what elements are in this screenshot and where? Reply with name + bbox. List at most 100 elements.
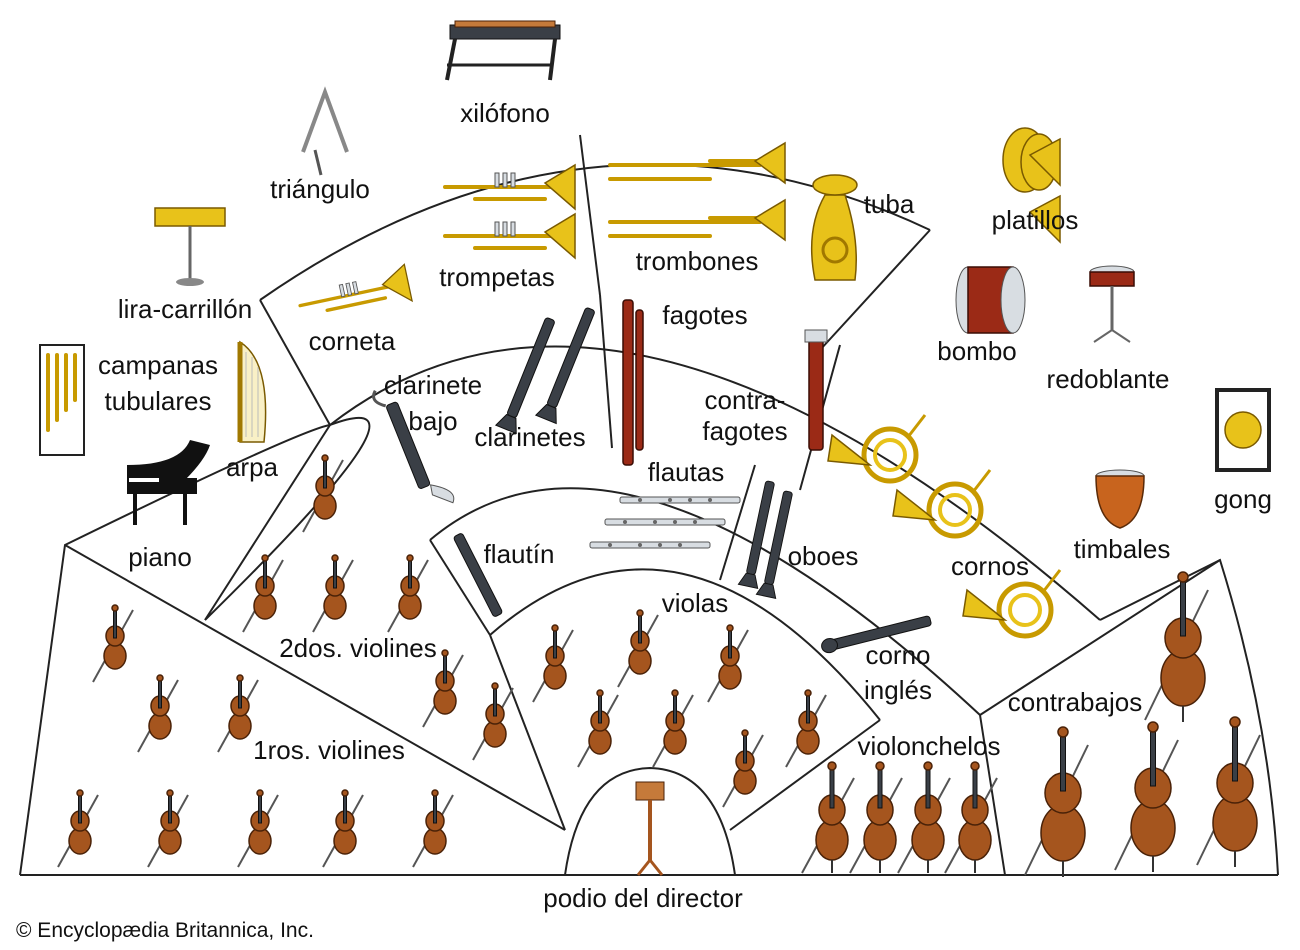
label-corno-ingles-1: corno: [865, 640, 930, 670]
label-clarinete-bajo-1: clarinete: [384, 370, 482, 400]
label-flautin: flautín: [484, 539, 555, 569]
viola-icon: [617, 609, 659, 688]
label-violonchelos: violonchelos: [857, 731, 1000, 761]
english-horn-icon: [821, 615, 932, 654]
viola-icon: [577, 689, 619, 768]
label-campanas-2: tubulares: [105, 386, 212, 416]
divider-clarinet-fagot: [599, 294, 613, 449]
viola-icon: [722, 729, 764, 808]
bassoon-icon: [622, 299, 644, 466]
label-xilofono: xilófono: [460, 98, 550, 128]
violin-icon: [472, 682, 514, 761]
harp-icon: [237, 340, 267, 443]
copyright-notice: © Encyclopædia Britannica, Inc.: [16, 919, 314, 942]
second-row-arc: [329, 345, 1101, 621]
violin-icon: [137, 674, 179, 753]
french-horn-icon: [828, 415, 925, 481]
label-trompetas: trompetas: [439, 262, 555, 292]
label-violas: violas: [662, 588, 728, 618]
label-corneta: corneta: [309, 326, 396, 356]
label-bombo: bombo: [937, 336, 1017, 366]
viola-icon: [785, 689, 827, 768]
violin-icon: [92, 604, 134, 683]
violin-icon: [312, 554, 354, 633]
cornet-icon: [294, 262, 414, 326]
trumpet-icon: [443, 212, 577, 260]
flute-icon: [619, 496, 741, 504]
french-horn-icon: [893, 470, 990, 536]
piano-icon: [127, 440, 210, 525]
bass-drum-icon: [955, 266, 1026, 334]
tubular-bells-icon: [39, 344, 85, 456]
double-bass-icon: [1024, 726, 1089, 878]
viola-icon: [652, 689, 694, 768]
xylophone-icon: [445, 20, 561, 81]
label-corno-ingles-2: inglés: [864, 675, 932, 705]
violin-icon: [302, 454, 344, 533]
label-trombones: trombones: [636, 246, 759, 276]
divider-2nd-violins-left: [204, 424, 331, 621]
piccolo-icon: [453, 533, 503, 617]
gong-icon: [1215, 388, 1271, 472]
label-oboes: oboes: [788, 541, 859, 571]
label-triangulo: triángulo: [270, 174, 370, 204]
label-fagotes: fagotes: [662, 300, 747, 330]
snare-drum-icon: [1089, 265, 1135, 343]
divider-flutes-oboes: [719, 464, 756, 581]
label-gong: gong: [1214, 484, 1272, 514]
violin-icon: [147, 789, 189, 868]
podium-arc: [564, 766, 736, 876]
cello-icon: [849, 761, 903, 874]
divider-brass-left: [259, 299, 331, 426]
label-contrafagotes-1: contra-: [705, 385, 786, 415]
double-bass-icon: [1196, 716, 1261, 868]
violin-icon: [217, 674, 259, 753]
cello-icon: [897, 761, 951, 874]
flute-icon: [589, 541, 711, 549]
divider-violas-left: [489, 634, 566, 831]
violin-icon: [387, 554, 429, 633]
violin-icon: [57, 789, 99, 868]
violas-arc: [489, 568, 881, 721]
double-bass-icon: [1144, 571, 1209, 723]
divider-2nd-violins-flute: [429, 539, 491, 636]
violin-icon: [237, 789, 279, 868]
label-flautas: flautas: [648, 457, 725, 487]
outer-frame: [19, 424, 331, 876]
violin-icon: [412, 789, 454, 868]
conductor-stand-icon: [635, 781, 665, 876]
divider-violins-1-2: [64, 544, 566, 831]
label-platillos: platillos: [992, 205, 1079, 235]
viola-icon: [707, 624, 749, 703]
label-redoblante: redoblante: [1047, 364, 1170, 394]
label-clarinetes: clarinetes: [474, 422, 585, 452]
violin-icon: [242, 554, 284, 633]
cello-icon: [801, 761, 855, 874]
label-timbales: timbales: [1074, 534, 1171, 564]
divider-violas-cellos: [729, 719, 881, 831]
label-contrafagotes-2: fagotes: [702, 416, 787, 446]
label-piano: piano: [128, 542, 192, 572]
flute-icon: [604, 518, 726, 526]
label-campanas-1: campanas: [98, 350, 218, 380]
label-arpa: arpa: [226, 452, 279, 482]
bass-clarinet-icon: [372, 389, 455, 504]
timpani-icon: [1095, 469, 1145, 529]
label-clarinete-bajo-2: bajo: [408, 406, 457, 436]
outer-frame-right: [1099, 558, 1279, 876]
label-cornos: cornos: [951, 551, 1029, 581]
double-bass-icon: [1114, 721, 1179, 873]
tuba-icon: [810, 174, 858, 281]
label-contrabajos: contrabajos: [1008, 687, 1142, 717]
label-lira-carrillon: lira-carrillón: [118, 294, 252, 324]
divider-trumpet-trombone: [579, 134, 601, 296]
glockenspiel-icon: [154, 207, 226, 286]
viola-icon: [532, 624, 574, 703]
contrabassoon-icon: [804, 329, 828, 451]
label-1ros-violines: 1ros. violines: [253, 735, 405, 765]
label-podio-del-director: podio del director: [543, 883, 743, 913]
label-tuba: tuba: [864, 189, 915, 219]
violin-icon: [322, 789, 364, 868]
divider-cellos-right: [979, 714, 1006, 876]
